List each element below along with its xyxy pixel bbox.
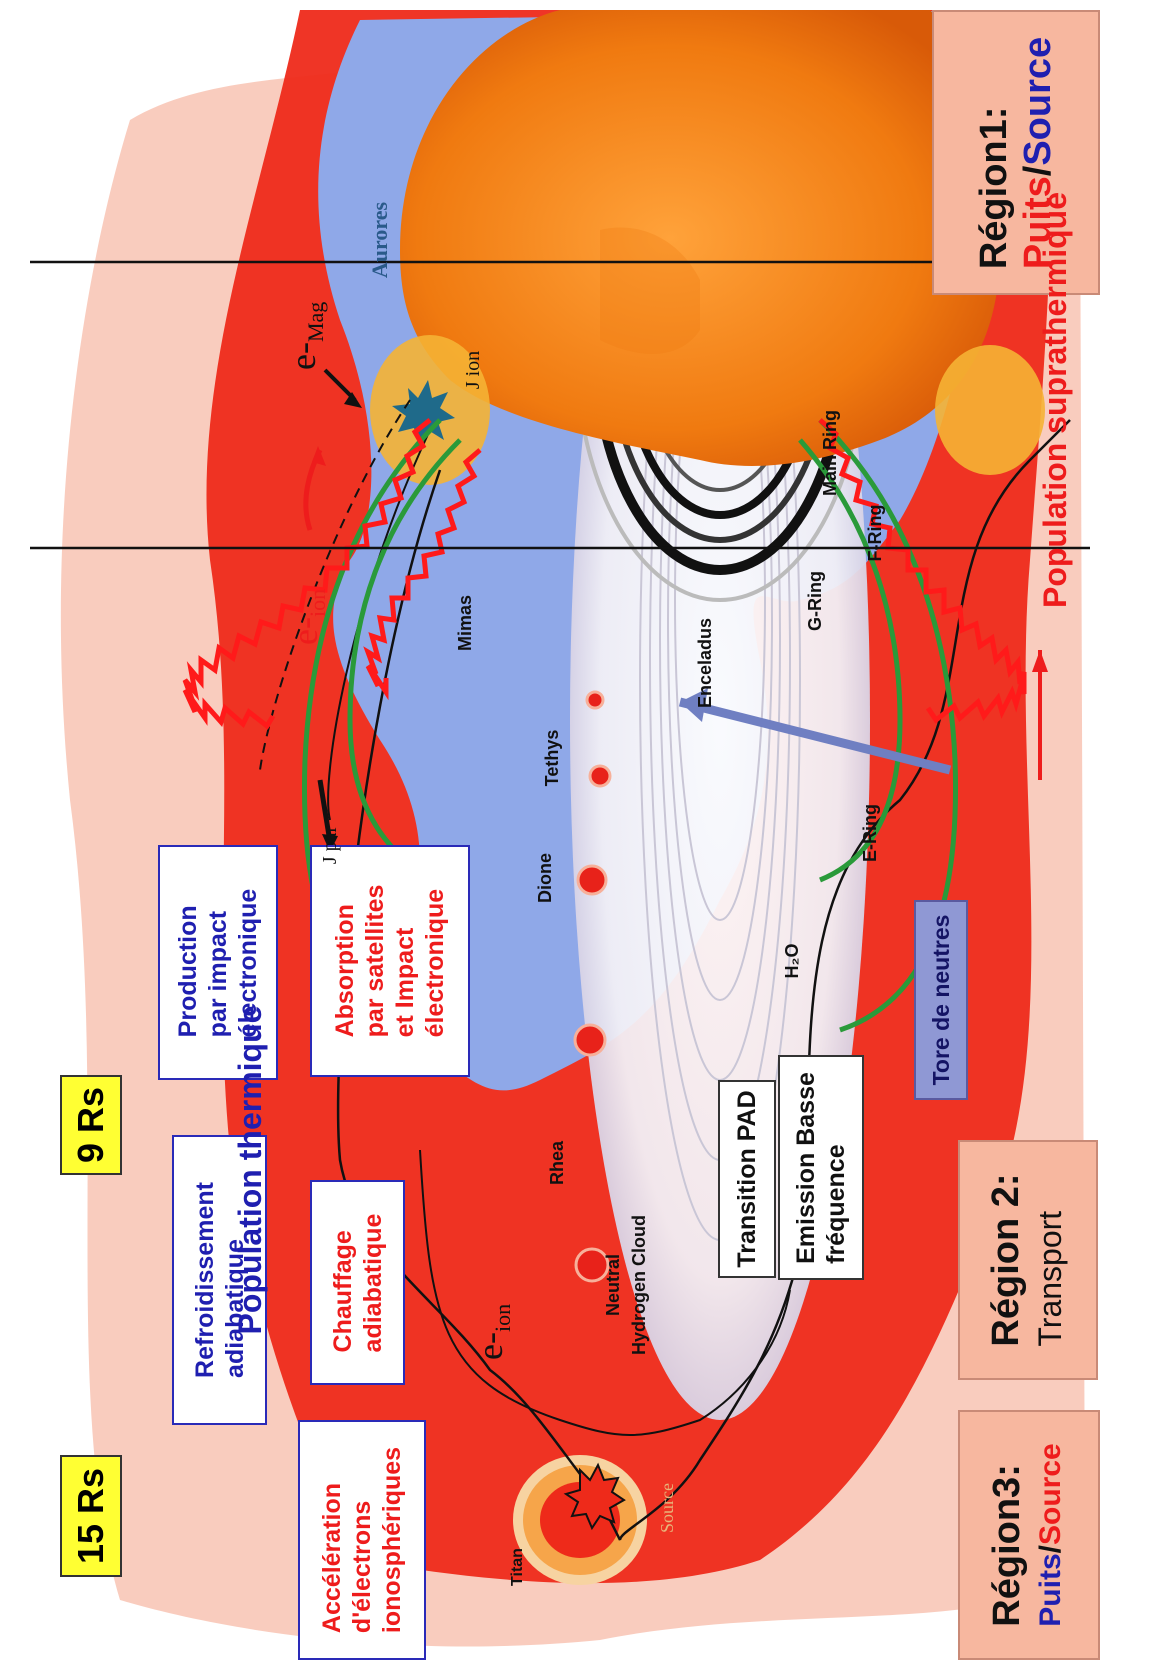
dione-label: Dione xyxy=(532,843,558,913)
main-ring-label: Main Ring xyxy=(817,398,843,508)
region2-title: Région 2: xyxy=(984,1173,1028,1346)
absorption-line-3: et Impact xyxy=(390,885,420,1038)
tethys-label: Tethys xyxy=(539,718,565,798)
region3-sep: / xyxy=(1034,1545,1067,1553)
chauffage-line-1: Chauffage xyxy=(328,1213,358,1352)
absorption-line-4: électronique xyxy=(420,885,450,1038)
marker-15rs-label: 15 Rs xyxy=(76,1468,106,1564)
e-ion2-subscript: ion xyxy=(490,1304,515,1332)
aurora-south xyxy=(935,345,1045,475)
marker-9rs: 9 Rs xyxy=(60,1075,122,1175)
absorption-line-1: Absorption xyxy=(330,885,360,1038)
production-line-1: Production xyxy=(173,888,203,1037)
transition-label: Transition PAD xyxy=(732,1090,762,1267)
region1-source: Source xyxy=(1017,36,1059,165)
box-acceleration: Accélération d'électrons ionosphériques xyxy=(298,1420,426,1660)
neutral-cloud-line-2: Hydrogen Cloud xyxy=(626,1185,652,1385)
rhea-label: Rhea xyxy=(544,1133,570,1193)
refroidissement-line-1: Refroidissement xyxy=(190,1182,220,1378)
region3-source: Source xyxy=(1034,1443,1067,1545)
e-ion2-minus: - xyxy=(470,1332,510,1344)
h2o-label: H₂O xyxy=(779,931,805,991)
j-par-label: J par xyxy=(315,810,345,880)
acceleration-line-3: ionosphériques xyxy=(377,1447,407,1633)
marker-15rs: 15 Rs xyxy=(60,1455,122,1577)
region3-puits: Puits xyxy=(1034,1553,1067,1626)
f-ring-label: F-Ring xyxy=(862,493,888,573)
box-region-3: Région3: Puits/Source xyxy=(958,1410,1100,1660)
e-ion-letter: e xyxy=(285,629,325,645)
e-ring-label: E-Ring xyxy=(857,788,883,878)
region1-sep: / xyxy=(1017,165,1059,176)
production-line-2: par impact xyxy=(203,888,233,1037)
population-suprathermique-label: Population suprathermique xyxy=(1035,185,1075,615)
region1-title: Région1: xyxy=(972,36,1016,268)
e-mag-letter: e xyxy=(283,354,323,370)
e-mag-minus: - xyxy=(283,342,323,354)
j-ion-label: J ion xyxy=(458,335,488,405)
population-thermique-label: Population thermique xyxy=(230,970,270,1370)
box-transition: Transition PAD xyxy=(718,1080,776,1278)
g-ring-label: G-Ring xyxy=(802,556,828,646)
box-emission: Emission Basse fréquence xyxy=(778,1055,864,1280)
e-mag-label: e-Mag xyxy=(283,260,323,370)
enceladus-label: Enceladus xyxy=(692,603,718,723)
box-chauffage: Chauffage adiabatique xyxy=(310,1180,405,1385)
saturn-planet-shape xyxy=(400,10,1000,466)
e-ion-label-2: e-ion xyxy=(470,1260,510,1360)
neutral-cloud-line-1: Neutral xyxy=(600,1185,626,1385)
region2-transport: Transport xyxy=(1028,1173,1072,1346)
region3-title: Région3: xyxy=(985,1443,1029,1626)
acceleration-line-2: d'électrons xyxy=(347,1447,377,1633)
emission-line-2: fréquence xyxy=(821,1072,851,1264)
acceleration-line-1: Accélération xyxy=(317,1447,347,1633)
box-region-2: Région 2: Transport xyxy=(958,1140,1098,1380)
e-ion-label: e-ion xyxy=(285,545,325,645)
source-label: Source xyxy=(654,1463,680,1553)
titan-label: Titan xyxy=(506,1537,530,1597)
neutral-cloud-label: Neutral Hydrogen Cloud xyxy=(600,1185,660,1385)
marker-9rs-label: 9 Rs xyxy=(76,1087,106,1163)
e-ion-minus: - xyxy=(285,617,325,629)
box-tore: Tore de neutres xyxy=(914,900,968,1100)
e-mag-subscript: Mag xyxy=(303,302,328,342)
e-ion2-letter: e xyxy=(470,1344,510,1360)
chauffage-line-2: adiabatique xyxy=(358,1213,388,1352)
e-ion-subscript: ion xyxy=(305,589,330,617)
emission-line-1: Emission Basse xyxy=(791,1072,821,1264)
mimas-label: Mimas xyxy=(452,583,478,663)
aurores-label: Aurores xyxy=(365,180,395,300)
absorption-line-2: par satellites xyxy=(360,885,390,1038)
tore-label: Tore de neutres xyxy=(926,915,956,1086)
